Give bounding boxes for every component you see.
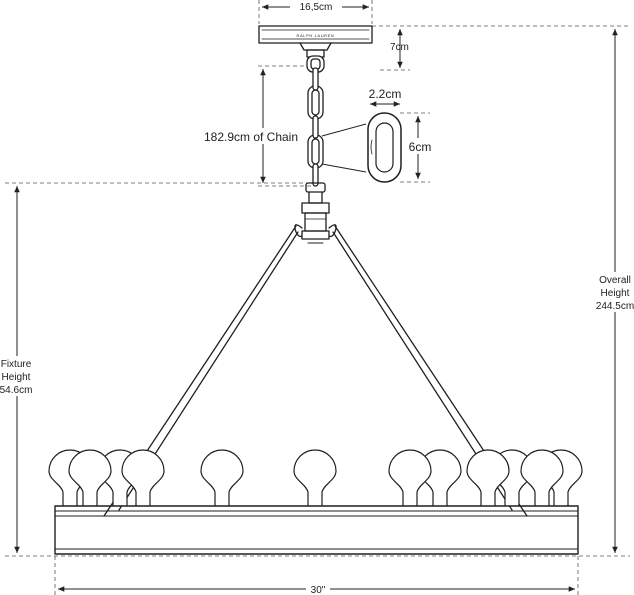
canopy-brand-logo: RALPH LAUREN (297, 33, 335, 38)
reference-lines (5, 0, 630, 595)
fixture-height-label-line-3: 54.6cm (0, 385, 32, 396)
fixture-width-label: 30" (311, 585, 326, 595)
canopy-height-label: 7cm (390, 42, 409, 53)
overall-height-label-line-2: Height (601, 288, 630, 299)
fixture-height-label-line-1: Fixture (1, 359, 32, 370)
overall-height-label-line-1: Overall (599, 275, 631, 286)
link-height-label: 6cm (409, 140, 432, 154)
chain-link-detail (367, 112, 402, 183)
bulb-9 (293, 449, 337, 506)
bulb-12 (520, 449, 564, 506)
canopy-width-label: 16,5cm (300, 2, 333, 13)
bulb-6 (68, 449, 112, 506)
bulb-10 (388, 449, 432, 506)
link-width-label: 2.2cm (369, 87, 402, 101)
bulb-7 (121, 449, 165, 506)
bulb-8 (200, 449, 244, 506)
chain (306, 55, 325, 187)
canopy: RALPH LAUREN (258, 25, 373, 58)
link-leader-bottom (321, 163, 367, 173)
link-leader-top (321, 123, 367, 137)
center-hub (294, 182, 337, 244)
bulb-11 (466, 449, 510, 506)
overall-height-label-line-3: 244.5cm (596, 301, 634, 312)
fixture-ring (54, 505, 579, 555)
chain-length-label: 182.9cm of Chain (204, 130, 298, 144)
bulbs (48, 449, 583, 506)
fixture-height-label-line-2: Height (2, 372, 31, 383)
